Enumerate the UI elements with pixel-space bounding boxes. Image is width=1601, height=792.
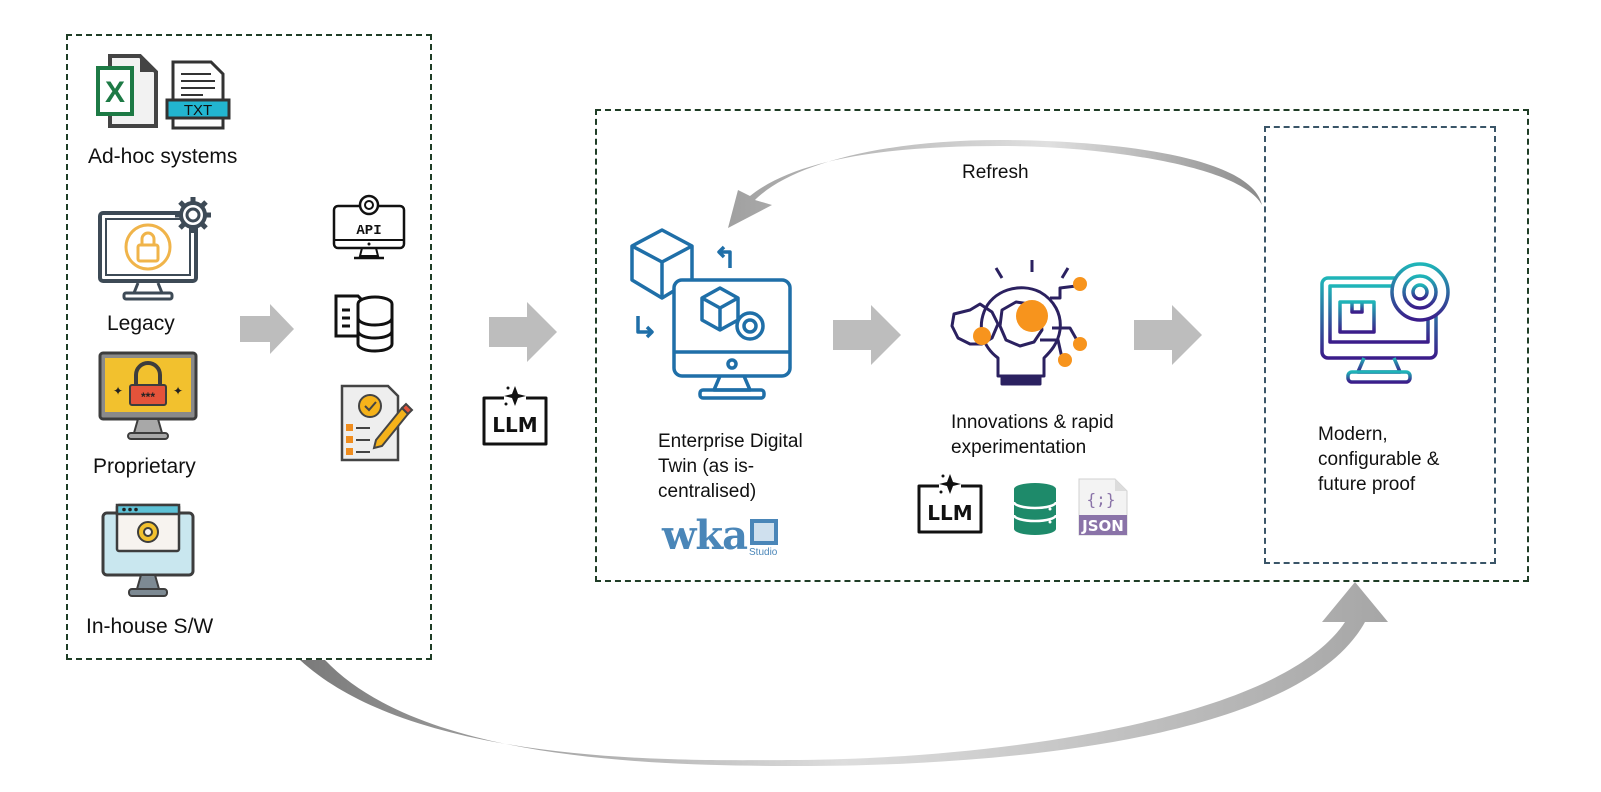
svg-text:***: *** bbox=[141, 390, 155, 404]
inhouse-monitor-gear-icon bbox=[101, 503, 195, 597]
json-file-icon: {;} JSON bbox=[1078, 478, 1128, 536]
digital-twin-icon bbox=[630, 228, 792, 400]
txt-file-icon: TXT bbox=[165, 60, 231, 130]
innovation-label-line-2: experimentation bbox=[951, 437, 1087, 458]
proprietary-monitor-password-lock-icon: *** ✦ ✦ bbox=[98, 351, 198, 440]
modern-label-line-3: future proof bbox=[1318, 474, 1416, 495]
adhoc-systems-label: Ad-hoc systems bbox=[88, 145, 238, 168]
svg-text:✦: ✦ bbox=[113, 384, 123, 398]
svg-text:LLM: LLM bbox=[927, 501, 972, 525]
arrow-right-icon bbox=[1134, 305, 1202, 365]
modern-label: Modern, configurable & future proof bbox=[1318, 422, 1488, 497]
digital-twin-label-line-1: Enterprise Digital bbox=[658, 431, 803, 452]
llm-icon: LLM bbox=[482, 386, 548, 446]
wka-logo-square bbox=[750, 519, 778, 545]
modern-label-line-1: Modern, bbox=[1318, 424, 1388, 445]
innovation-label: Innovations & rapid experimentation bbox=[951, 410, 1151, 460]
svg-text:JSON: JSON bbox=[1081, 517, 1124, 535]
legacy-monitor-lock-gear-icon bbox=[98, 197, 211, 301]
svg-text:X: X bbox=[105, 76, 125, 109]
database-documents-icon bbox=[334, 294, 394, 353]
digital-twin-label-line-3: centralised) bbox=[658, 481, 757, 502]
svg-text:✦: ✦ bbox=[173, 384, 183, 398]
arrow-right-icon bbox=[833, 305, 901, 365]
source-systems-group bbox=[66, 34, 432, 660]
arrow-right-icon bbox=[240, 304, 294, 354]
transformation-group bbox=[595, 109, 1529, 582]
wka-logo-text: wka bbox=[662, 512, 748, 559]
inhouse-sw-label: In-house S/W bbox=[86, 615, 214, 638]
api-text: API bbox=[356, 223, 381, 239]
modern-monitor-gear-icon bbox=[1320, 262, 1450, 384]
api-monitor-icon: API bbox=[332, 194, 406, 260]
arrow-right-icon bbox=[489, 302, 557, 362]
digital-twin-label: Enterprise Digital Twin (as is- centrali… bbox=[658, 429, 838, 504]
legacy-label: Legacy bbox=[107, 312, 175, 335]
database-icon bbox=[1012, 483, 1058, 535]
refresh-label: Refresh bbox=[962, 162, 1029, 183]
modern-label-line-2: configurable & bbox=[1318, 449, 1440, 470]
excel-file-icon: X bbox=[96, 54, 158, 128]
svg-text:LLM: LLM bbox=[492, 413, 537, 437]
llm-icon: LLM bbox=[917, 474, 983, 534]
svg-text:TXT: TXT bbox=[184, 102, 212, 119]
checklist-pencil-icon bbox=[340, 384, 414, 462]
target-state-group bbox=[1264, 126, 1496, 564]
wka-studio-logo: wka Studio bbox=[662, 514, 787, 564]
wka-logo-subtext: Studio bbox=[749, 547, 778, 558]
svg-text:{;}: {;} bbox=[1087, 490, 1116, 509]
digital-twin-label-line-2: Twin (as is- bbox=[658, 456, 755, 477]
innovation-bulb-gears-icon bbox=[950, 260, 1087, 386]
proprietary-label: Proprietary bbox=[93, 455, 196, 478]
innovation-label-line-1: Innovations & rapid bbox=[951, 412, 1114, 433]
